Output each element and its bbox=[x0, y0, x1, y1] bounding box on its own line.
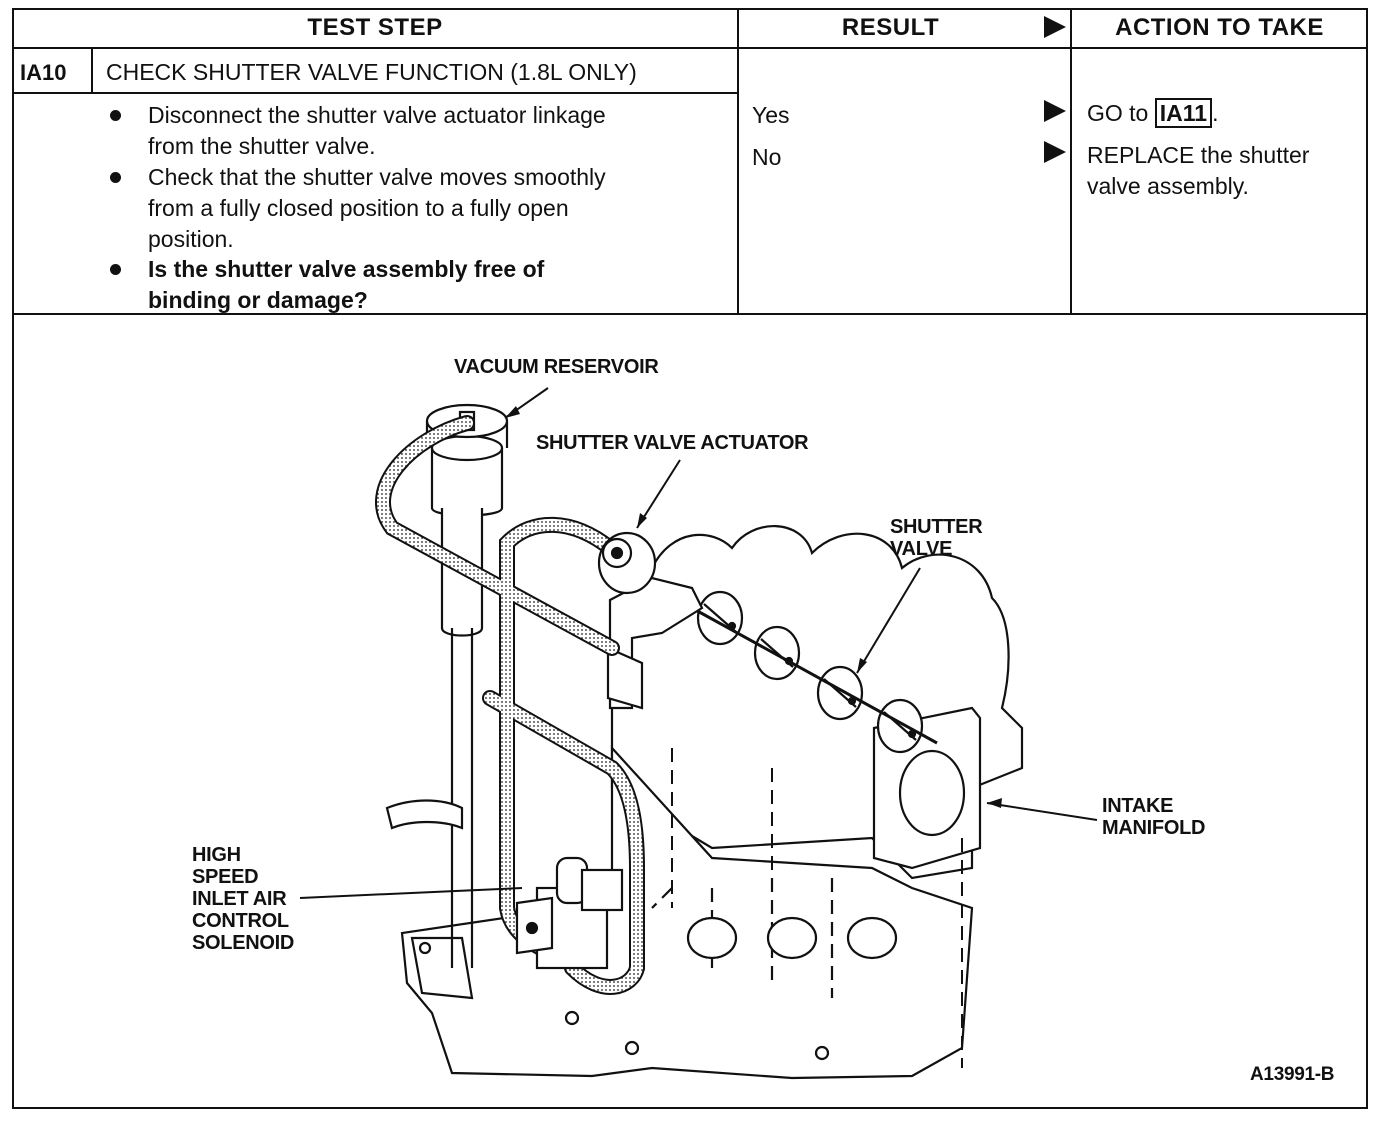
diagnostic-sheet: TEST STEP RESULT ACTION TO TAKE IA10 CHE… bbox=[12, 8, 1368, 1110]
actuator-bracket bbox=[606, 576, 704, 710]
action-yes-suffix: . bbox=[1212, 100, 1219, 126]
result-arrow-icon bbox=[1044, 100, 1066, 122]
label-shutter-valve-actuator: SHUTTER VALVE ACTUATOR bbox=[536, 432, 809, 454]
table-grid bbox=[12, 8, 1368, 1109]
leader-arrowheads bbox=[505, 406, 1002, 808]
bullet-icon bbox=[110, 110, 121, 121]
instruction-2-line-2: from a fully closed position to a fully … bbox=[148, 195, 569, 221]
label-vacuum-reservoir: VACUUM RESERVOIR bbox=[454, 356, 659, 378]
cylinder-head-drawing bbox=[400, 745, 974, 1080]
instruction-2-line-1: Check that the shutter valve moves smoot… bbox=[148, 164, 606, 190]
header-action: ACTION TO TAKE bbox=[1115, 14, 1324, 41]
result-no: No bbox=[752, 144, 782, 170]
instruction-3-line-1: Is the shutter valve assembly free of bbox=[148, 256, 545, 282]
instruction-3-line-2: binding or damage? bbox=[148, 287, 368, 313]
header-arrow-icon bbox=[1044, 16, 1066, 38]
shutter-valve-actuator-drawing bbox=[597, 531, 657, 595]
action-no-line-2: valve assembly. bbox=[1087, 173, 1249, 199]
engine-illustration bbox=[299, 387, 1098, 1080]
label-intake-manifold: INTAKE MANIFOLD bbox=[1102, 795, 1206, 839]
action-yes: GO to IA11. bbox=[1087, 98, 1218, 129]
result-arrow-icon bbox=[1044, 141, 1066, 163]
solenoid-drawing bbox=[515, 856, 624, 970]
label-solenoid: HIGH SPEED INLET AIR CONTROL SOLENOID bbox=[192, 844, 295, 954]
bullet-icon bbox=[110, 264, 121, 275]
bullet-icon bbox=[110, 172, 121, 183]
instruction-1-line-1: Disconnect the shutter valve actuator li… bbox=[148, 102, 606, 128]
shutter-valve-discs bbox=[691, 590, 938, 754]
figure-id: A13991-B bbox=[1250, 1064, 1335, 1085]
action-no-line-1: REPLACE the shutter bbox=[1087, 142, 1310, 168]
header-result: RESULT bbox=[841, 14, 940, 41]
step-reference-ia11[interactable]: IA11 bbox=[1154, 98, 1213, 128]
action-yes-prefix: GO to bbox=[1087, 100, 1155, 126]
vacuum-reservoir-canister bbox=[425, 403, 509, 968]
header-test-step: TEST STEP bbox=[307, 14, 443, 41]
instruction-1-line-2: from the shutter valve. bbox=[148, 133, 376, 159]
step-id: IA10 bbox=[20, 60, 67, 85]
step-title: CHECK SHUTTER VALVE FUNCTION (1.8L ONLY) bbox=[106, 59, 637, 85]
label-shutter-valve: SHUTTER VALVE bbox=[890, 516, 983, 560]
result-yes: Yes bbox=[752, 102, 790, 128]
instruction-2-line-3: position. bbox=[148, 226, 234, 252]
